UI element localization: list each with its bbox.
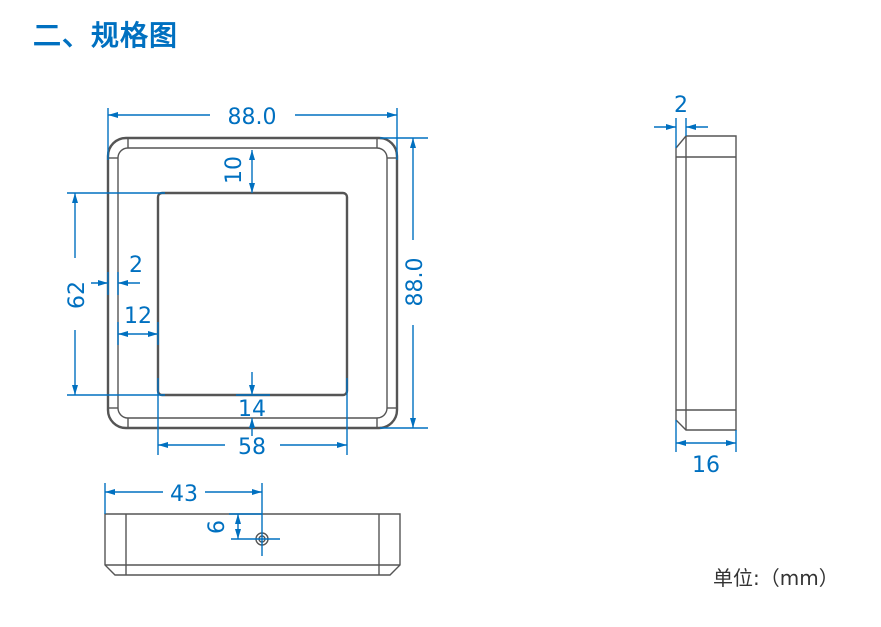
bottom-outline: [104, 513, 401, 576]
dim-hole-x-label: 43: [170, 482, 198, 507]
dim-width-label: 88.0: [228, 105, 277, 130]
units-label: 单位:（mm）: [713, 566, 839, 590]
dim-hole-y-label: 6: [205, 520, 230, 534]
dim-window-height-label: 62: [65, 281, 90, 309]
display-window: [156, 191, 349, 397]
dim-bottom-margin-label: 14: [238, 397, 266, 422]
dim-height-label: 88.0: [403, 258, 428, 307]
bottom-view: 43 6: [104, 482, 401, 576]
dim-bezel-label: 2: [129, 253, 143, 278]
front-view: 88.0 88.0 62 10 2 12 14 58: [65, 105, 428, 460]
dim-left-margin-label: 12: [124, 304, 152, 329]
dim-bevel-label: 2: [674, 93, 688, 118]
section-title: 二、规格图: [33, 19, 179, 52]
dim-window-width-label: 58: [238, 435, 266, 460]
side-view: 2 16: [654, 93, 737, 478]
dim-top-margin-label: 10: [222, 156, 247, 184]
dim-depth-label: 16: [692, 453, 720, 478]
side-outline: [675, 135, 737, 431]
